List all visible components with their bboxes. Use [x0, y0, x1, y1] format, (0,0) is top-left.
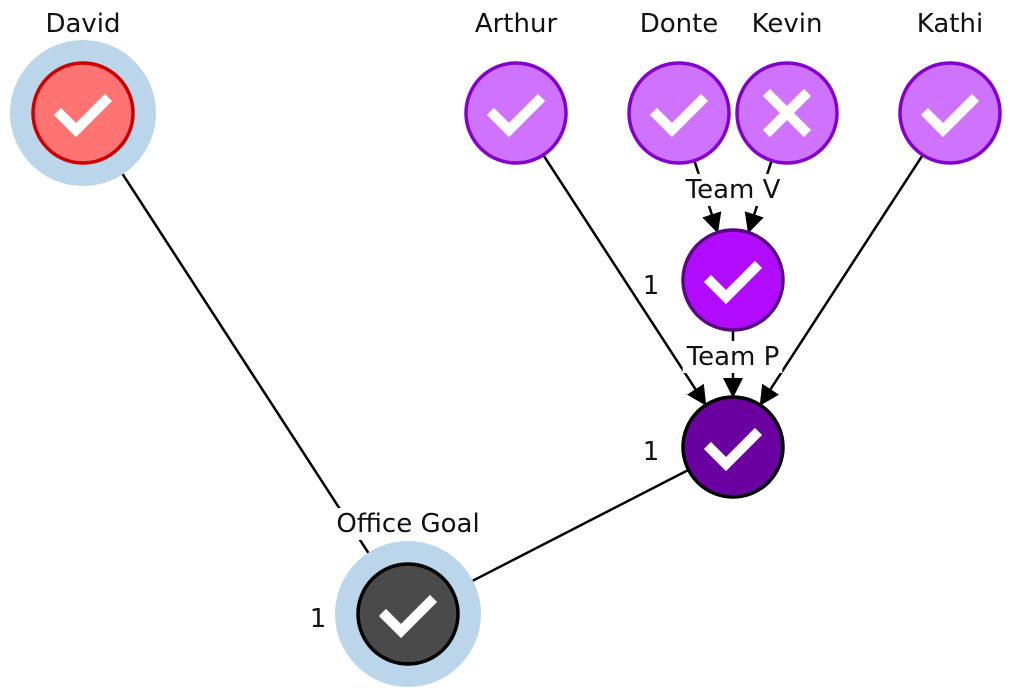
edge-david-to-office_goal [109, 154, 382, 573]
node-count-team-v: 1 [643, 271, 660, 301]
label-background [913, 8, 987, 40]
label-background [333, 508, 483, 540]
label-background [306, 603, 330, 635]
node-office-goal[interactable] [335, 541, 481, 687]
node-kevin[interactable] [735, 61, 839, 165]
node-circle[interactable] [681, 228, 785, 332]
checkmark-icon [703, 427, 763, 472]
label-background [681, 174, 784, 206]
nodes-layer [10, 40, 1002, 687]
node-circle[interactable] [356, 562, 460, 666]
node-circle[interactable] [31, 61, 135, 165]
label-background [42, 8, 124, 40]
node-circle[interactable] [681, 395, 785, 499]
node-label-david: David [45, 9, 120, 39]
label-background [636, 8, 722, 40]
node-label-arthur: Arthur [475, 9, 558, 39]
checkmark-icon [703, 260, 763, 305]
node-label-team-p: Team P [686, 342, 780, 372]
checkmark-icon [486, 93, 546, 138]
node-david[interactable] [10, 40, 156, 186]
label-background [682, 341, 783, 373]
label-background [471, 8, 561, 40]
node-count-office-goal: 1 [310, 604, 327, 634]
cross-icon [762, 88, 812, 138]
node-label-donte: Donte [640, 9, 719, 39]
edges-layer [109, 154, 924, 592]
label-background [639, 436, 663, 468]
label-background [639, 270, 663, 302]
edge-team_p-to-office_goal [451, 468, 690, 592]
checkmark-icon [649, 93, 709, 138]
node-circle[interactable] [898, 61, 1002, 165]
node-label-kevin: Kevin [752, 9, 823, 39]
node-team-v[interactable] [681, 228, 785, 332]
node-arthur[interactable] [464, 61, 568, 165]
node-kathi[interactable] [898, 61, 1002, 165]
node-label-kathi: Kathi [917, 9, 983, 39]
label-background [748, 8, 826, 40]
edge-kathi-to-team_p [759, 154, 924, 406]
checkmark-icon [920, 93, 980, 138]
node-team-p[interactable] [681, 395, 785, 499]
edge-arthur-to-team_p [542, 154, 707, 406]
node-count-team-p: 1 [643, 437, 660, 467]
label-background-layer [42, 8, 987, 635]
checkmark-icon [53, 93, 113, 138]
node-circle[interactable] [464, 61, 568, 165]
node-donte[interactable] [627, 61, 731, 165]
node-label-office-goal: Office Goal [336, 509, 479, 539]
checkmark-icon [378, 594, 438, 639]
node-label-team-v: Team V [685, 175, 781, 205]
node-circle[interactable] [627, 61, 731, 165]
